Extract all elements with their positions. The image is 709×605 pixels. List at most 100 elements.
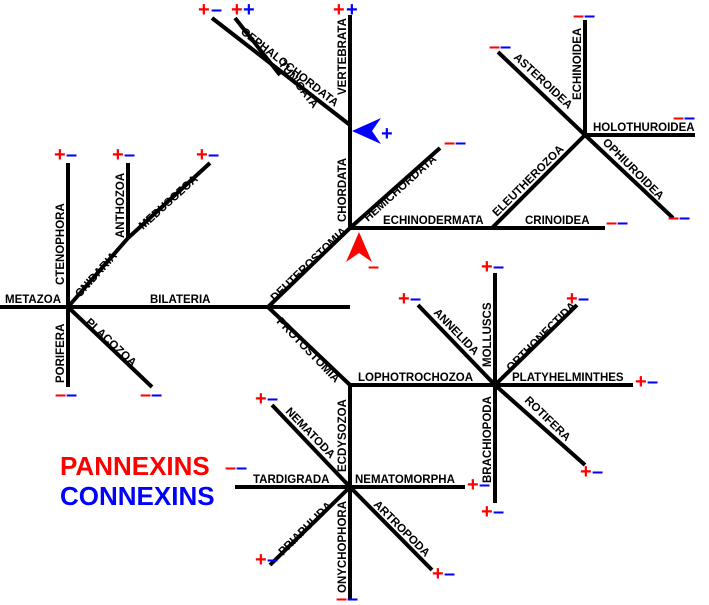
pannexin-plus-cephalochordata: + bbox=[198, 0, 210, 21]
label-echinodermata: ECHINODERMATA bbox=[383, 215, 484, 227]
label-cephalochordata: CEPHALOCHORDATA bbox=[238, 26, 340, 110]
label-artropoda: ARTROPODA bbox=[371, 499, 432, 560]
pannexin-plus-artropoda: + bbox=[432, 563, 444, 585]
connexin-minus-priapulida: – bbox=[267, 549, 278, 571]
branch-rotifera bbox=[493, 383, 587, 467]
pannexin-plus-platyhelminthes: + bbox=[635, 371, 647, 393]
branch-deuterostomia bbox=[266, 226, 352, 309]
label-tardigrada: TARDIGRADA bbox=[253, 474, 329, 486]
label-ophiuroidea: OPHIUROIDEA bbox=[600, 137, 666, 203]
label-echinoidea: ECHINOIDEA bbox=[572, 28, 584, 100]
pannexin-minus-crinoidea: – bbox=[606, 212, 617, 234]
label-chordata: CHORDATA bbox=[337, 158, 349, 222]
pannexin-minus-porifera: – bbox=[55, 384, 66, 406]
pannexin-minus-tardigrada: – bbox=[225, 457, 236, 479]
pannexin-plus-vertebrata: + bbox=[333, 0, 345, 21]
label-metazoa: METAZOA bbox=[5, 294, 61, 306]
branch-priapulida bbox=[268, 485, 352, 567]
label-cnidaria: CNIDARIA bbox=[73, 250, 120, 300]
connexin-gain-arrow bbox=[352, 118, 381, 144]
branch-annelida bbox=[416, 303, 497, 387]
label-asteroidea: ASTEROIDEA bbox=[511, 51, 574, 111]
label-eleutherozoa: ELEUTHEROZOA bbox=[491, 143, 567, 219]
branch-protostomia bbox=[266, 305, 352, 387]
connexin-minus-anthozoa: – bbox=[124, 144, 135, 166]
connexin-minus-tardigrada: – bbox=[236, 457, 247, 479]
connexin-minus-platyhelminthes: – bbox=[647, 371, 658, 393]
label-crinoidea: CRINOIDEA bbox=[525, 215, 590, 227]
branch-asteroidea bbox=[496, 50, 587, 137]
label-ecdysozoa: ECDYSOZOA bbox=[337, 399, 349, 472]
pannexin-minus-holothuroidea: – bbox=[673, 107, 684, 129]
connexin-minus-ctenophora: – bbox=[66, 144, 77, 166]
connexin-minus-placozoa: – bbox=[151, 384, 162, 406]
label-vertebrata: VERTEBRATA bbox=[337, 18, 349, 95]
label-onychophora: ONYCHOPHORA bbox=[337, 501, 349, 593]
branch-medusozoa bbox=[126, 161, 212, 240]
legend: PANNEXINS CONNEXINS bbox=[60, 451, 215, 511]
label-annelida: ANNELIDA bbox=[431, 307, 481, 358]
branch-orthonectida bbox=[493, 303, 579, 387]
pannexin-plus-anthozoa: + bbox=[112, 144, 124, 166]
connexin-plus-tunicata: + bbox=[243, 0, 255, 21]
connexin-minus-orthonectida: – bbox=[578, 288, 589, 310]
pannexin-minus-deuterostomia: – bbox=[368, 256, 379, 278]
label-deuterostomia: DEUTEROSTOMIA bbox=[269, 226, 350, 305]
pannexin-plus-nematomorpha: + bbox=[467, 474, 479, 496]
pannexin-plus-orthonectida: + bbox=[566, 288, 578, 310]
label-lophotrochozoa: LOPHOTROCHOZOA bbox=[358, 372, 473, 384]
branch-placozoa bbox=[66, 305, 154, 389]
pannexin-loss-arrow bbox=[346, 232, 372, 262]
connexin-minus-rotifera: – bbox=[592, 461, 603, 483]
connexin-minus-annelida: – bbox=[410, 288, 421, 310]
pannexin-plus-brachiopoda: + bbox=[481, 501, 493, 523]
legend-connexins: CONNEXINS bbox=[60, 481, 215, 511]
branch-ophiuroidea bbox=[583, 133, 675, 220]
connexin-minus-ophiuroidea: – bbox=[679, 207, 690, 229]
pannexin-plus-medusozoa: + bbox=[196, 144, 208, 166]
legend-pannexins: PANNEXINS bbox=[60, 451, 210, 481]
connexin-minus-artropoda: – bbox=[444, 563, 455, 585]
presence-markers: + – + – + – – – – – + – + + + + + – – – … bbox=[54, 0, 695, 605]
branch-artropoda bbox=[348, 485, 434, 572]
label-orthonectida: ORTHONECTIDA bbox=[505, 300, 579, 374]
branch-hemichordata bbox=[348, 146, 442, 230]
pannexin-minus-placozoa: – bbox=[140, 384, 151, 406]
pannexin-minus-echinoidea: – bbox=[573, 5, 584, 27]
label-ctenophora: CTENOPHORA bbox=[55, 203, 67, 285]
connexin-minus-echinoidea: – bbox=[584, 5, 595, 27]
label-porifera: PORIFERA bbox=[55, 324, 67, 383]
pannexin-plus-ctenophora: + bbox=[54, 144, 66, 166]
label-anthozoa: ANTHOZOA bbox=[115, 173, 127, 238]
label-placozoa: PLACOZOA bbox=[83, 316, 138, 369]
connexin-minus-holothuroidea: – bbox=[684, 107, 695, 129]
connexin-minus-asteroidea: – bbox=[500, 36, 511, 58]
label-rotifera: ROTIFERA bbox=[522, 395, 573, 444]
pannexin-plus-nematoda: + bbox=[255, 388, 267, 410]
label-priapulida: PRIAPULIDA bbox=[277, 500, 335, 558]
label-molluscs: MOLLUSCS bbox=[482, 302, 494, 367]
pannexin-plus-molluscs: + bbox=[481, 256, 493, 278]
pannexin-minus-asteroidea: – bbox=[489, 36, 500, 58]
label-nematoda: NEMATODA bbox=[283, 406, 337, 461]
label-brachiopoda: BRACHIOPODA bbox=[482, 396, 494, 483]
label-hemichordata: HEMICHORDATA bbox=[362, 153, 439, 224]
branch-cnidaria bbox=[66, 236, 130, 309]
branch-eleutherozoa bbox=[490, 133, 587, 230]
connexin-minus-onychophora: – bbox=[347, 588, 358, 605]
connexin-minus-porifera: – bbox=[66, 384, 77, 406]
label-protostomia: PROTOSTOMIA bbox=[274, 316, 342, 386]
connexin-minus-cephalochordata: – bbox=[211, 0, 222, 21]
label-holothuroidea: HOLOTHUROIDEA bbox=[593, 122, 695, 134]
connexin-plus-chordata: + bbox=[381, 123, 393, 145]
pannexin-minus-hemichordata: – bbox=[444, 132, 455, 154]
label-bilateria: BILATERIA bbox=[150, 294, 210, 306]
connexin-minus-crinoidea: – bbox=[617, 212, 628, 234]
pannexin-plus-annelida: + bbox=[398, 288, 410, 310]
branch-tunicata bbox=[233, 16, 282, 77]
connexin-minus-nematomorpha: – bbox=[479, 474, 490, 496]
connexin-minus-molluscs: – bbox=[493, 256, 504, 278]
connexin-minus-medusozoa: – bbox=[208, 144, 219, 166]
label-platyhelminthes: PLATYHELMINTHES bbox=[512, 372, 624, 384]
